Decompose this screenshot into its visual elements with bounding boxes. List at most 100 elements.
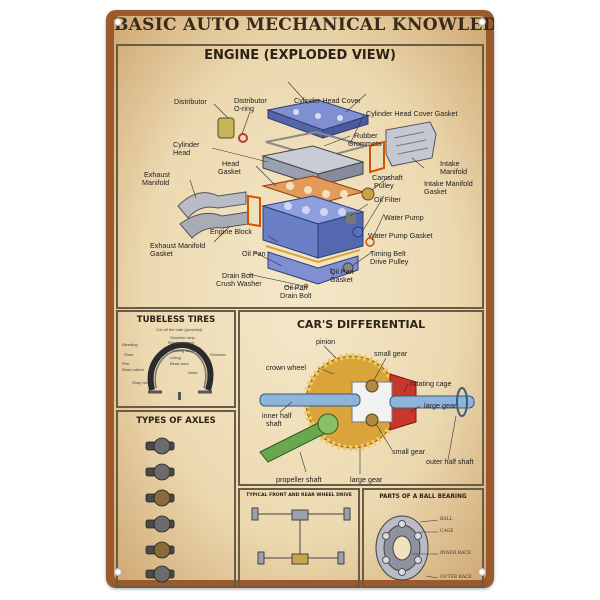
tin-sign: BASIC AUTO MECHANICAL KNOWLEDGE ENGINE (… bbox=[106, 10, 494, 588]
diff-label-pinion: pinion bbox=[316, 337, 336, 346]
label-cylinder-head-1: Cylinder bbox=[173, 140, 200, 149]
label-water-pump-gasket: Water Pump Gasket bbox=[368, 231, 433, 240]
label-cylinder-head-2: Head bbox=[173, 148, 191, 157]
outer-half-shaft-shape bbox=[389, 387, 475, 417]
exhaust-manifold-shape bbox=[177, 191, 261, 239]
axle-shape-2 bbox=[145, 463, 175, 481]
tire-cross-section-illustration bbox=[147, 342, 214, 400]
tire-label-9: Rim bbox=[122, 361, 130, 366]
oil-pan-shape bbox=[265, 245, 361, 289]
diff-label-large-gear-bottom: large gear bbox=[350, 475, 383, 484]
differential-leader-lines bbox=[279, 345, 457, 474]
label-oil-pan-drain-bolt-1: Oil Pan bbox=[284, 283, 308, 292]
mounting-hole-bottom-right bbox=[478, 568, 486, 576]
axle-types-illustration bbox=[145, 437, 175, 583]
label-water-pump: Water Pump bbox=[384, 213, 424, 222]
ball-bearing-panel: PARTS OF A BALL BEARING bbox=[362, 488, 484, 588]
types-of-axles-panel: TYPES OF AXLES bbox=[116, 410, 236, 588]
bearing-label-inner-race: INNER RACE bbox=[440, 551, 472, 556]
label-rubber-grommets-1: Rubber bbox=[354, 131, 378, 140]
small-parts-shape bbox=[342, 187, 375, 274]
mounting-hole-top-left bbox=[114, 18, 122, 26]
tire-label-13: Strap rim bbox=[132, 380, 149, 385]
label-head-gasket-1: Head bbox=[222, 159, 240, 168]
diff-label-inner-half-shaft-1: inner half bbox=[262, 411, 292, 420]
engine-exploded-illustration bbox=[177, 81, 437, 291]
axle-shape-3 bbox=[145, 489, 175, 507]
axles-panel-title: TYPES OF AXLES bbox=[136, 416, 216, 426]
tire-label-11: Valve bbox=[188, 370, 198, 375]
label-exhaust-manifold-2: Manifold bbox=[142, 178, 170, 187]
mounting-hole-bottom-left bbox=[114, 568, 122, 576]
label-cylinder-head-cover: Cylinder Head Cover bbox=[294, 96, 361, 105]
label-intake-manifold-2: Manifold bbox=[440, 167, 468, 176]
label-timing-belt-1: Timing Belt bbox=[370, 249, 406, 258]
label-oil-pan-gasket-2: Gasket bbox=[330, 275, 353, 284]
diff-label-large-gear-right: large gear bbox=[424, 401, 457, 410]
label-engine-block: Engine Block bbox=[210, 227, 252, 236]
ball-bearing-panel-title: PARTS OF A BALL BEARING bbox=[379, 494, 467, 500]
wheel-drive-panel-title: TYPICAL FRONT AND REAR WHEEL DRIVE bbox=[246, 493, 352, 498]
intake-manifold-shape bbox=[369, 121, 437, 174]
propeller-shaft-shape bbox=[259, 413, 339, 463]
poster-paper: BASIC AUTO MECHANICAL KNOWLEDGE ENGINE (… bbox=[114, 15, 494, 588]
poster-title: BASIC AUTO MECHANICAL KNOWLEDGE bbox=[114, 15, 494, 35]
label-oil-pan: Oil Pan bbox=[242, 249, 266, 258]
bearing-shape bbox=[375, 515, 429, 581]
label-distributor-oring-1: Distributor bbox=[234, 96, 267, 105]
engine-leader-lines bbox=[189, 81, 425, 291]
differential-illustration bbox=[259, 345, 475, 474]
label-head-gasket-2: Gasket bbox=[218, 167, 241, 176]
label-cylinder-head-cover-gasket: Cylinder Head Cover Gasket bbox=[366, 109, 458, 118]
axle-shape-5 bbox=[145, 541, 175, 559]
label-exhaust-manifold-gasket-1: Exhaust Manifold bbox=[150, 241, 206, 250]
engine-panel: ENGINE (EXPLODED VIEW) bbox=[116, 44, 484, 309]
mounting-hole-top-right bbox=[478, 18, 486, 26]
label-timing-belt-2: Drive Pulley bbox=[370, 257, 409, 266]
tire-label-2: Shoulder strip bbox=[170, 335, 195, 340]
label-exhaust-manifold-gasket-2: Gasket bbox=[150, 249, 173, 258]
label-intake-manifold-1: Intake bbox=[440, 159, 460, 168]
axle-shape-4 bbox=[145, 515, 175, 533]
label-intake-manifold-gasket-1: Intake Manifold bbox=[424, 179, 473, 188]
inner-half-shaft-shape bbox=[259, 393, 361, 407]
diff-label-rotating-cage: rotating cage bbox=[410, 379, 452, 388]
label-oil-pan-gasket-1: Oil Pan bbox=[330, 267, 354, 276]
label-rubber-grommets-2: Grommets bbox=[348, 139, 382, 148]
differential-panel-title: CAR'S DIFFERENTIAL bbox=[296, 318, 426, 331]
label-oil-filter: Oil Filter bbox=[374, 195, 401, 204]
tires-panel-title: TUBELESS TIRES bbox=[136, 315, 216, 325]
small-gears-shape bbox=[365, 379, 379, 427]
wheel-drive-panel: TYPICAL FRONT AND REAR WHEEL DRIVE bbox=[238, 488, 360, 588]
label-oil-pan-drain-bolt-2: Drain Bolt bbox=[280, 291, 312, 300]
cylinder-head-cover-shape bbox=[266, 99, 370, 139]
tire-label-1: Cut off the tube (provided) bbox=[156, 327, 203, 332]
differential-panel: CAR'S DIFFERENTIAL bbox=[238, 310, 484, 486]
diff-label-small-gear-bottom: small gear bbox=[392, 447, 426, 456]
engine-panel-title: ENGINE (EXPLODED VIEW) bbox=[204, 48, 396, 63]
label-distributor-oring-2: O-ring bbox=[234, 104, 254, 113]
label-distributor: Distributor bbox=[174, 97, 207, 106]
engine-block-shape bbox=[261, 195, 365, 259]
bearing-label-ball: BALL bbox=[440, 517, 453, 522]
distributor-shape bbox=[217, 117, 248, 143]
label-drain-bolt-washer-1: Drain Bolt bbox=[222, 271, 254, 280]
label-exhaust-manifold-1: Exhaust bbox=[144, 170, 170, 179]
label-camshaft-pulley-2: Pulley bbox=[374, 181, 394, 190]
diff-label-crown-wheel: crown wheel bbox=[266, 363, 306, 372]
diff-label-outer-half-shaft: outer half shaft bbox=[426, 457, 474, 466]
diff-label-propeller-shaft: propeller shaft bbox=[276, 475, 322, 484]
label-intake-manifold-gasket-2: Gasket bbox=[424, 187, 447, 196]
axle-shape-1 bbox=[145, 437, 175, 455]
tubeless-tires-panel: TUBELESS TIRES Cut off the tube (provide… bbox=[116, 310, 236, 408]
diff-label-inner-half-shaft-2: shaft bbox=[266, 419, 282, 428]
tire-label-7: Lining bbox=[170, 355, 181, 360]
tire-label-10: Bead rubber bbox=[122, 367, 145, 372]
tire-label-4: Bleeding bbox=[122, 342, 138, 347]
axle-shape-6 bbox=[145, 565, 175, 583]
bearing-label-outer-race: OUTER RACE bbox=[440, 575, 472, 580]
wheel-drive-illustration bbox=[251, 507, 351, 565]
label-camshaft-pulley-1: Camshaft bbox=[372, 173, 403, 182]
diff-label-small-gear-top: small gear bbox=[374, 349, 408, 358]
tire-label-12: Shoulder bbox=[210, 352, 227, 357]
